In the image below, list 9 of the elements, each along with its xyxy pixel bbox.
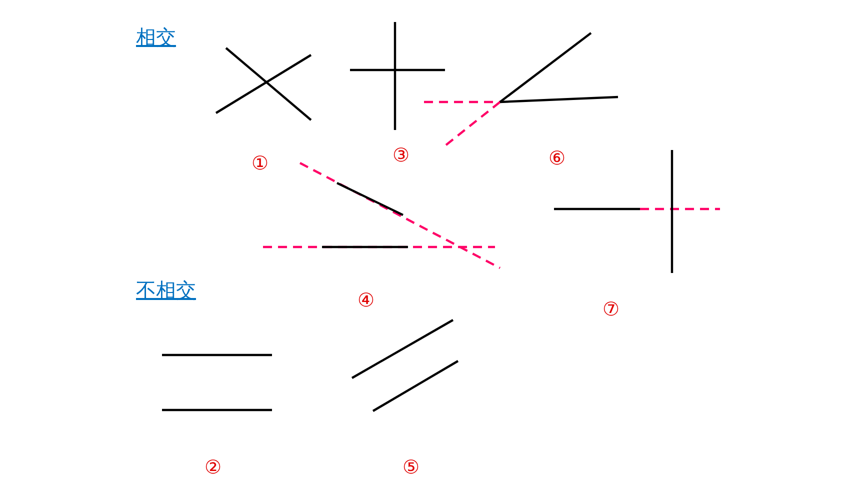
figure-number: ⑦ — [602, 300, 620, 320]
figure-number: ④ — [357, 292, 375, 310]
category-heading: 相交 — [136, 27, 176, 47]
figure-number: ⑥ — [548, 150, 566, 168]
figure-number: ⑤ — [402, 458, 420, 478]
category-heading: 不相交 — [136, 280, 196, 300]
figure-number: ① — [251, 154, 269, 174]
figure-number: ③ — [392, 146, 410, 166]
figure-number: ② — [204, 458, 222, 478]
